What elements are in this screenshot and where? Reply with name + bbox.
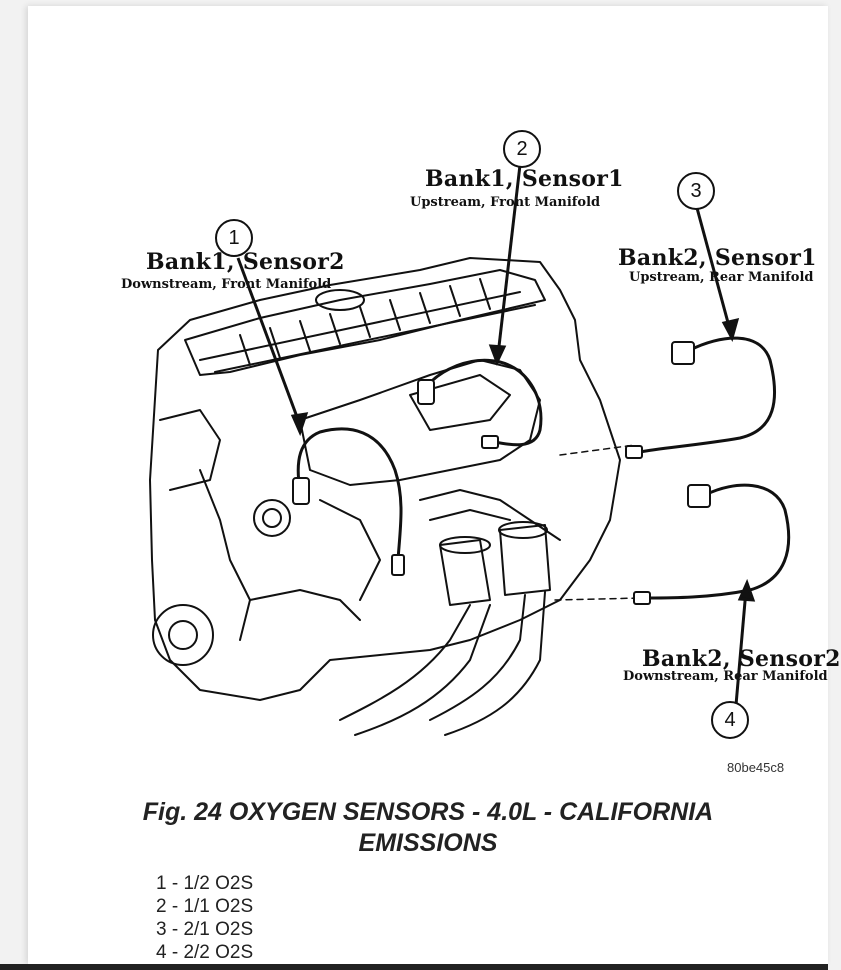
callout-title-bank2-sensor1: Bank2, Sensor1 [618, 245, 817, 271]
callout-number-3: 3 [677, 172, 715, 210]
callout-title-bank2-sensor2: Bank2, Sensor2 [642, 646, 841, 672]
caption-line-2: EMISSIONS [358, 829, 498, 857]
figure-id: 80be45c8 [727, 760, 785, 775]
callout-subtitle-bank1-sensor1: Upstream, Front Manifold [410, 195, 601, 210]
legend-list: 1 - 1/2 O2S 2 - 1/1 O2S 3 - 2/1 O2S 4 - … [156, 872, 253, 964]
caption-line-1: Fig. 24 OXYGEN SENSORS - 4.0L - CALIFORN… [142, 798, 714, 826]
legend-item-3: 3 - 2/1 O2S [156, 919, 254, 940]
figure-caption: Fig. 24 OXYGEN SENSORS - 4.0L - CALIFORN… [28, 797, 828, 859]
callout-number-2: 2 [503, 130, 541, 168]
callout-subtitle-bank2-sensor2: Downstream, Rear Manifold [623, 669, 828, 684]
legend-item-4: 4 - 2/2 O2S [156, 942, 254, 963]
document-page: 1 Bank1, Sensor2 Downstream, Front Manif… [28, 6, 840, 964]
legend-item-1: 1 - 1/2 O2S [156, 873, 254, 894]
legend-item-2: 2 - 1/1 O2S [156, 896, 254, 917]
callout-subtitle-bank1-sensor2: Downstream, Front Manifold [121, 277, 332, 292]
callout-title-bank1-sensor1: Bank1, Sensor1 [425, 166, 624, 192]
bottom-border [0, 964, 828, 970]
callout-title-bank1-sensor2: Bank1, Sensor2 [146, 249, 345, 275]
callout-number-4: 4 [711, 701, 749, 739]
callout-subtitle-bank2-sensor1: Upstream, Rear Manifold [629, 270, 814, 285]
callout-number-1: 1 [215, 219, 253, 257]
